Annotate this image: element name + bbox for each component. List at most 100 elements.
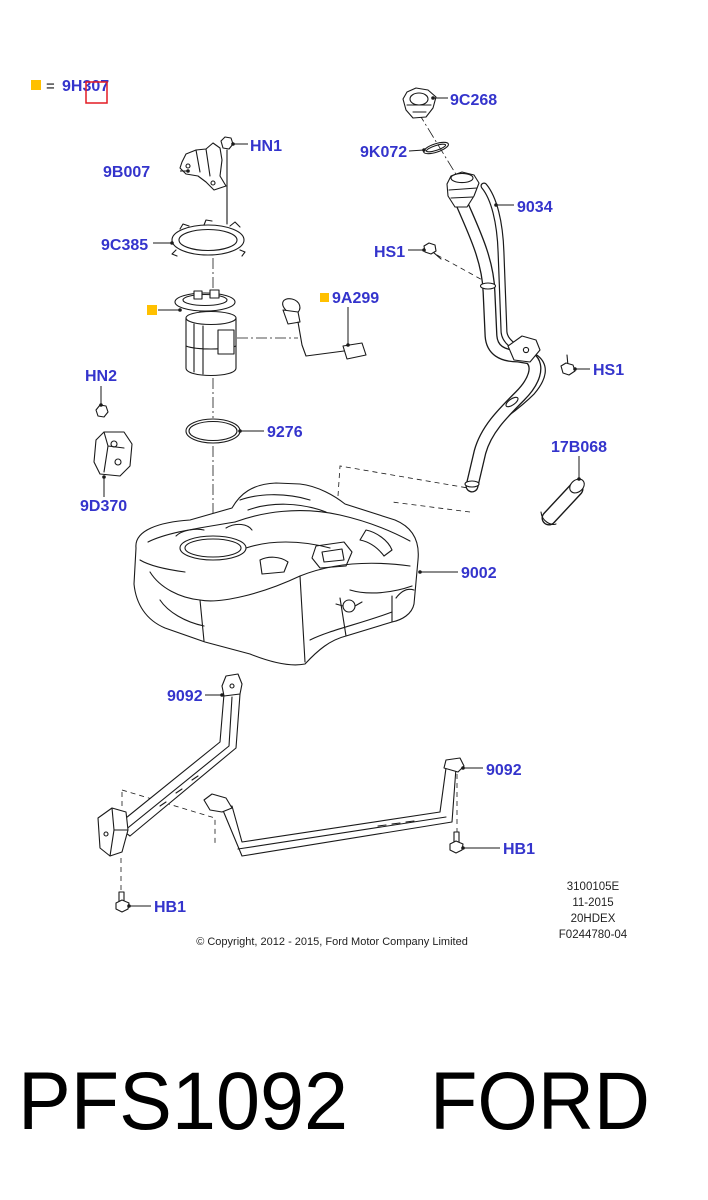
leader-dot-9034 [494,203,498,207]
module-bracket-hole-lower [114,458,122,466]
pump-marker [147,305,157,315]
bolt-hs1-upper-shank [432,251,442,260]
filler-cap-ribs [406,104,432,113]
legend-marker [31,80,41,90]
bolt-hb1-right [449,831,464,854]
pump-flange-inner [182,293,228,307]
callout-9k072: 9K072 [360,144,407,161]
assembly-lines [120,111,487,892]
lock-ring [171,219,246,257]
filler-cap [402,87,437,119]
filler-pipe-bracket-hole [522,346,530,354]
filler-neck-bands [448,187,478,199]
lock-ring-tabs [171,219,246,257]
callout-9c268: 9C268 [450,92,497,109]
leader-dot-hb1-bottom [127,904,131,908]
callout-hn1: HN1 [250,138,282,155]
strap-left-end-hole [103,831,109,837]
module-bracket-plate [93,431,133,477]
fuel-level-sender [282,298,367,360]
bolt-hs1-right-head [560,362,576,376]
tank-mid-contour [149,562,411,602]
tank-left-contour [139,559,186,573]
bolt-hs1-upper-head [423,242,437,255]
callout-hb1-right: HB1 [503,841,535,858]
tank-top-details [175,523,253,537]
sender-float [342,342,367,360]
tank-right-contour [349,585,413,594]
nut-hn1 [220,136,234,150]
callout-hn2: HN2 [85,368,117,385]
callout-labels: 9C268 9K072 9034 HS1 HN1 9B007 9C385 9A2… [80,92,624,916]
filler-tube-clip-upper [479,282,497,290]
bolt-hb1-bottom [115,891,130,913]
bolt-hs1-right [560,354,576,376]
leader-dot-9c268 [431,96,435,100]
fuel-tank [133,482,419,666]
sender-connector [282,309,301,325]
callout-9002: 9002 [461,565,497,582]
tank-strap-left [97,673,243,857]
leader-dot-hn1 [231,142,235,146]
cap-axis-line [417,111,458,177]
tank-lower-contours [159,599,393,641]
strap-left-rib [123,696,233,832]
tank-pump-opening-inner [184,538,242,558]
tank-pump-opening [179,535,247,561]
callout-9034: 9034 [517,199,553,216]
fuel-pump-module [174,289,237,376]
sender-arm [297,321,345,357]
leader-dot-9b007 [186,169,190,173]
lock-ring-inner [178,228,238,252]
pump-bracket-bends [195,148,211,177]
lock-ring-outer [171,224,245,256]
bolt-hb1-right-head [449,840,464,854]
leader-dot-9k072 [422,148,426,152]
gasket-inner [425,143,447,153]
filler-pipe [446,171,546,493]
tank-port-details [335,597,363,637]
pump-bracket-hole-left [185,163,191,169]
filler-pipe-route-line-upper [337,465,469,497]
leader-dot-9092-right [461,766,465,770]
part-number-caption: PFS1092 [18,1056,348,1147]
callout-9092-right: 9092 [486,762,522,779]
callout-9d370: 9D370 [80,498,127,515]
tank-rim-right [234,510,411,542]
leader-dot-9002 [418,570,422,574]
leader-lines [99,96,590,908]
callout-hs1-right: HS1 [593,362,624,379]
filler-neck-opening [450,172,474,184]
seal-inner [188,420,238,442]
bolt-hb1-bottom-head [115,899,130,913]
legend: = 9H307 [31,78,109,104]
hose-end-lower [540,511,557,526]
strap-left-band [115,693,241,837]
leader-dot-9092-left [220,693,224,697]
pump-bracket [179,142,227,191]
tank-right-boss [359,529,393,557]
drawing-info-line: F0244780-04 [559,929,628,941]
pump-flange [174,292,236,312]
pump-connector-right [209,289,220,299]
callout-17b068: 17B068 [551,439,607,456]
tank-vertical-edges [199,575,393,663]
drawing-info-line: 20HDEX [571,913,616,925]
strap-left-top-bracket [221,673,243,697]
hose-end-upper [569,478,585,494]
gasket-outer [423,141,449,155]
callout-hs1-upper: HS1 [374,244,405,261]
leader-dot-9276 [238,429,242,433]
highlight-box [85,81,108,104]
strap-left-end-edges [109,807,129,857]
callout-9276: 9276 [267,424,303,441]
leader-dot-9d370 [102,475,106,479]
tank-outline [133,482,419,666]
tank-hose-port [342,599,356,613]
callout-9a299: 9A299 [332,290,379,307]
pump-bracket-plate [179,142,227,191]
leader-9k072 [408,149,425,152]
strap-right-end-bracket [443,757,465,773]
strap-left-end-bracket [97,807,129,857]
strap-right-band [221,767,457,857]
